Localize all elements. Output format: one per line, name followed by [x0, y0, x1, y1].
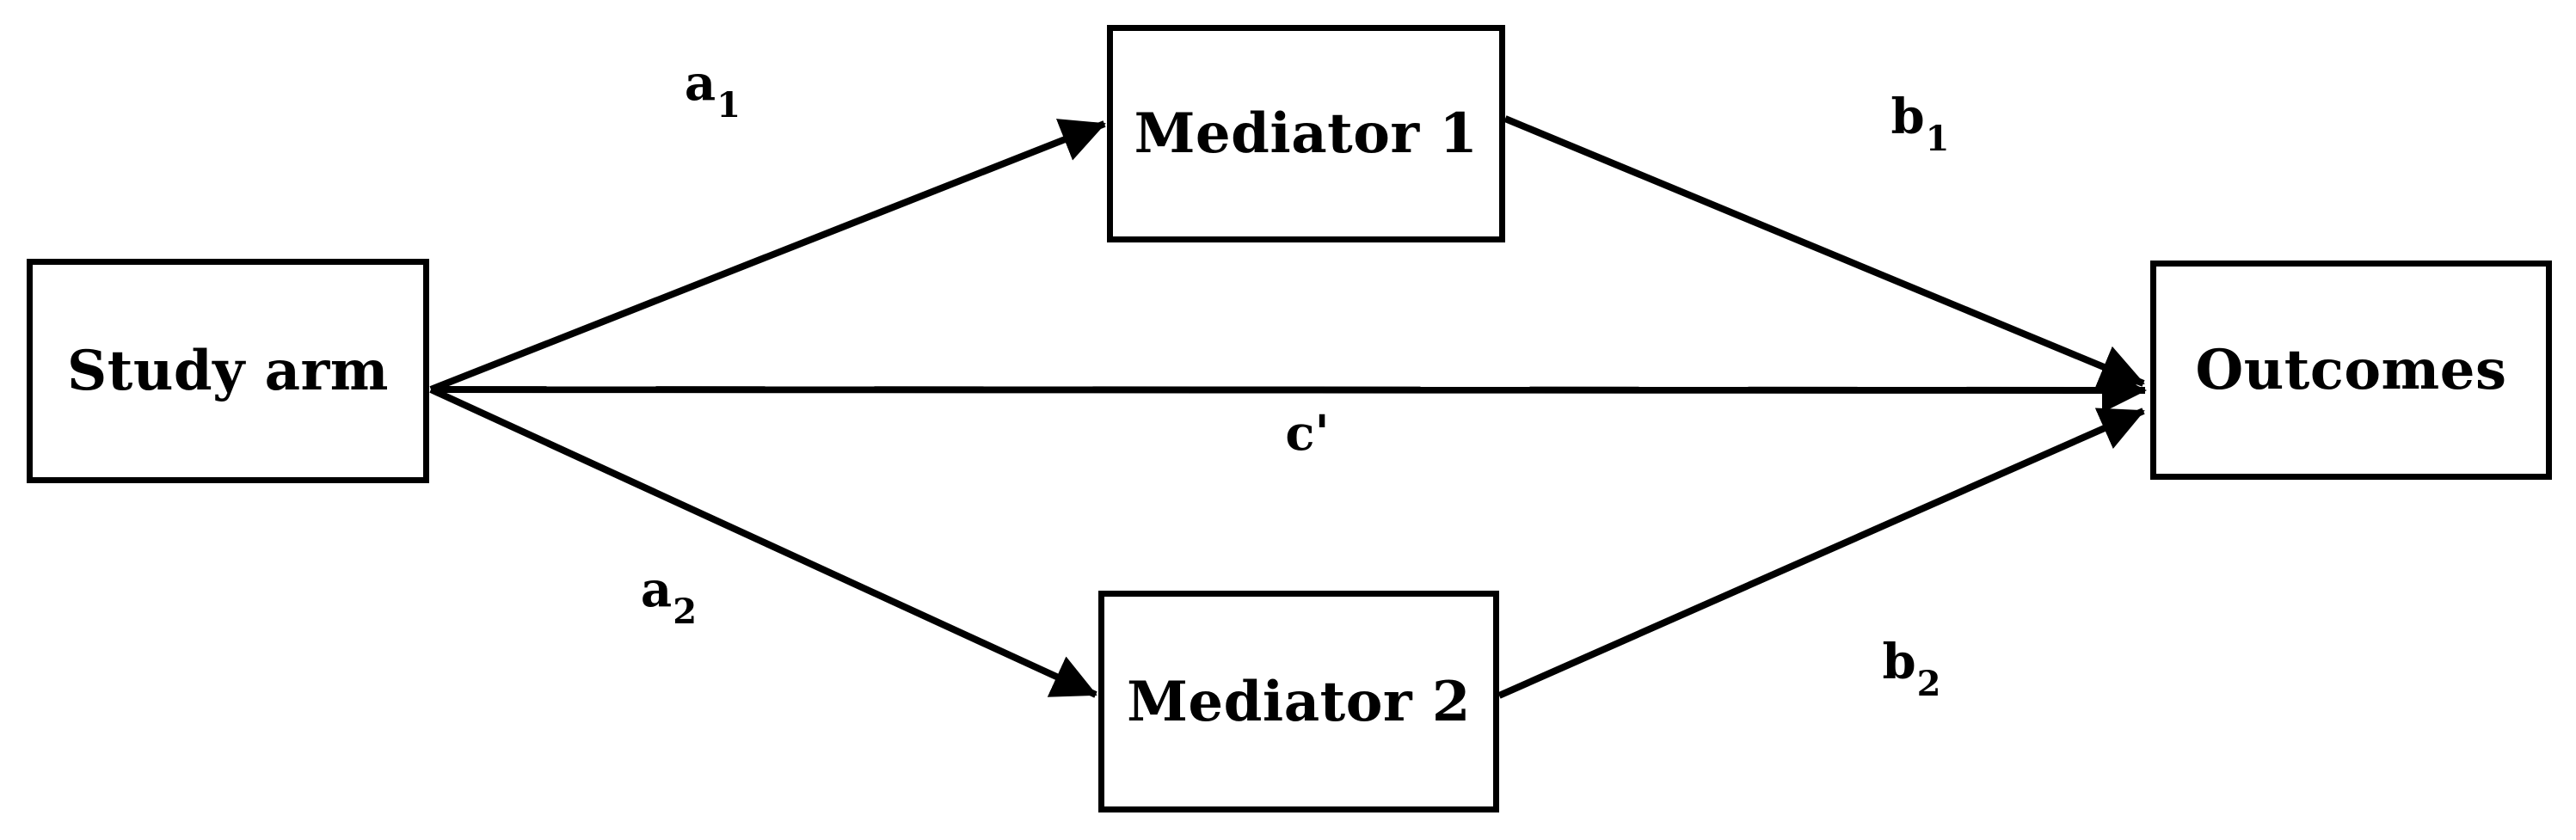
node-label-outcomes: Outcomes	[2195, 338, 2507, 402]
edge-label-b2: b2	[1883, 638, 1941, 702]
node-outcomes: Outcomes	[2150, 261, 2552, 480]
edge-label-c-prime: c'	[1285, 409, 1329, 457]
edge-lines	[429, 115, 2147, 699]
edge-label-text-b2: b	[1882, 634, 1916, 690]
node-study-arm: Study arm	[27, 259, 429, 483]
edge-label-a2: a2	[641, 566, 697, 629]
node-mediator-2: Mediator 2	[1098, 591, 1499, 812]
node-label-mediator-1: Mediator 1	[1134, 101, 1479, 166]
node-mediator-1: Mediator 1	[1107, 25, 1505, 242]
node-label-study-arm: Study arm	[67, 339, 389, 403]
edge-label-text-c-prime: c'	[1285, 405, 1330, 462]
edge-arrow-a2	[429, 386, 1097, 698]
edge-label-subscript-b2: 2	[1916, 664, 1941, 705]
edge-arrow-c-prime	[430, 367, 2147, 413]
edge-label-text-a2: a	[640, 561, 673, 618]
edge-label-subscript-b1: 1	[1925, 119, 1950, 160]
edge-label-text-a1: a	[684, 55, 716, 112]
edge-label-subscript-a1: 1	[716, 85, 741, 126]
edge-label-text-b1: b	[1891, 89, 1925, 145]
edge-arrow-a1	[429, 119, 1106, 393]
edge-label-a1: a1	[685, 59, 741, 123]
edge-label-subscript-a2: 2	[673, 592, 698, 633]
edge-arrow-b1	[1503, 115, 2145, 388]
edge-label-b1: b1	[1891, 93, 1950, 156]
node-label-mediator-2: Mediator 2	[1127, 669, 1471, 734]
edge-arrow-b2	[1497, 408, 2145, 699]
